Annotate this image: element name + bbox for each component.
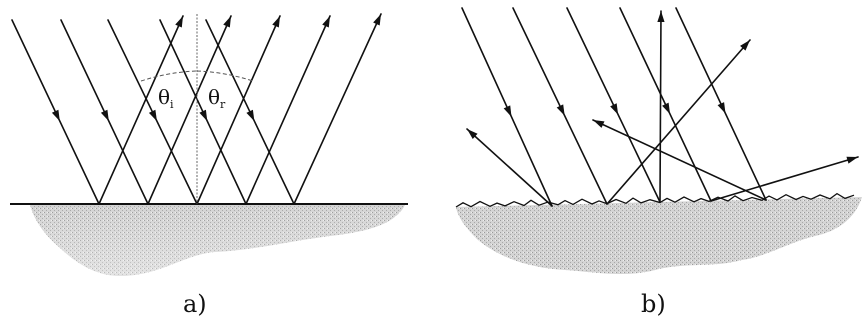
- scattered-ray-arrowhead: [657, 11, 664, 22]
- incident-ray-arrowhead: [610, 103, 618, 114]
- reflected-ray-arrowhead: [175, 16, 183, 28]
- incident-ray-arrowhead: [52, 110, 60, 121]
- diffuse-reflection-panel: [456, 8, 862, 274]
- panel-b-caption: b): [641, 290, 666, 318]
- reflected-ray-arrowhead: [272, 16, 280, 28]
- scattered-ray-arrowhead: [593, 120, 604, 128]
- smooth-material-shade: [30, 205, 405, 276]
- scattered-ray: [607, 40, 750, 204]
- incident-ray-arrowhead: [557, 104, 565, 115]
- incident-ray-arrowhead: [662, 103, 670, 114]
- rough-material-body: [456, 197, 862, 274]
- reflected-ray: [246, 16, 330, 204]
- scattered-ray: [467, 129, 552, 206]
- incident-ray-arrowhead: [101, 110, 109, 121]
- scattered-ray: [593, 120, 766, 200]
- reflected-ray: [197, 16, 280, 204]
- reflected-ray-arrowhead: [322, 16, 330, 28]
- scattered-ray-arrowhead: [846, 157, 858, 164]
- reflection-angle-label: θr: [208, 85, 226, 111]
- incident-and-reflected-rays: [12, 14, 381, 204]
- reflected-ray: [148, 16, 231, 204]
- incident-ray-arrowhead: [246, 110, 254, 121]
- reflected-ray-arrowhead: [373, 14, 381, 26]
- incident-ray-arrowhead: [504, 105, 512, 117]
- reflected-ray: [294, 14, 381, 204]
- incident-ray-arrowhead: [149, 110, 157, 121]
- scattered-rays: [462, 8, 858, 206]
- incident-ray-arrowhead: [718, 102, 726, 113]
- reflected-ray-arrowhead: [223, 16, 231, 28]
- specular-reflection-panel: θi θr: [10, 14, 408, 276]
- incidence-angle-label: θi: [158, 85, 174, 111]
- panel-a-caption: a): [183, 290, 207, 318]
- scattered-ray: [660, 11, 661, 202]
- incident-ray-arrowhead: [199, 110, 207, 121]
